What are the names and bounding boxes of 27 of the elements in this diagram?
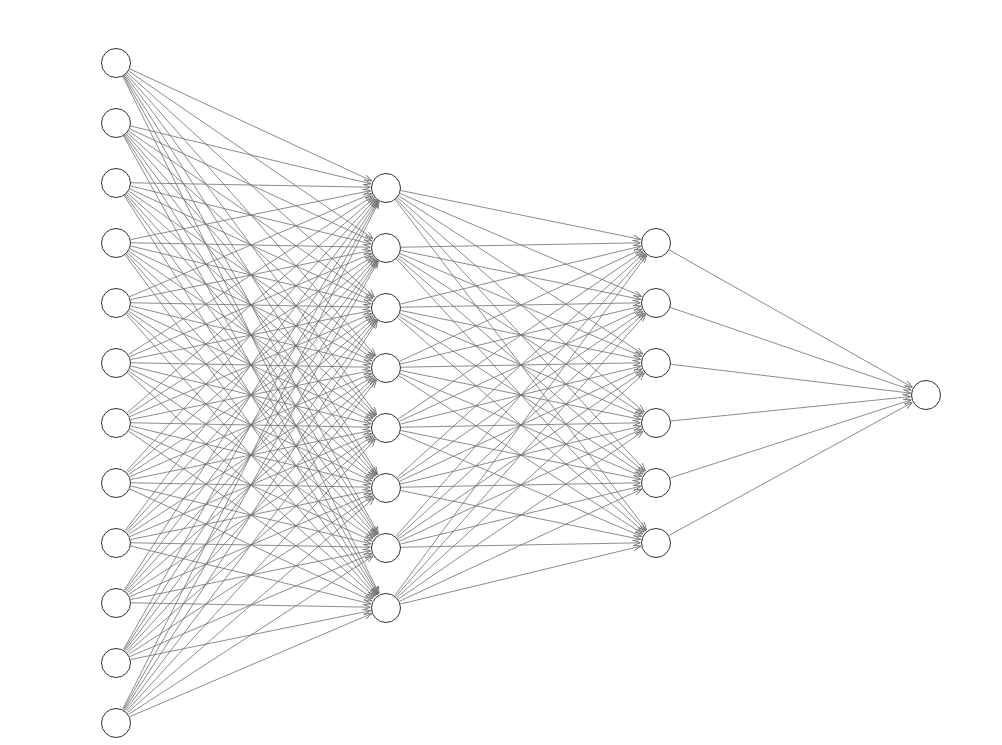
neuron-circle xyxy=(101,407,131,438)
neuron-circle xyxy=(101,107,131,138)
neuron-circle xyxy=(101,227,131,258)
neuron-circle xyxy=(371,172,401,203)
neuron-circle xyxy=(371,472,401,503)
neuron-circle xyxy=(641,407,671,438)
neuron-circle xyxy=(101,647,131,678)
neuron-circle xyxy=(641,527,671,558)
neuron-circle xyxy=(641,287,671,318)
neuron-circle xyxy=(101,587,131,618)
neuron-circle xyxy=(641,227,671,258)
neuron-circle xyxy=(371,592,401,623)
neuron-circle xyxy=(101,467,131,498)
neuron-circle xyxy=(371,232,401,263)
neuron-circle xyxy=(371,532,401,563)
neuron-circle xyxy=(101,167,131,198)
neuron-circle xyxy=(371,292,401,323)
neuron-circle xyxy=(101,527,131,558)
neuron-circle xyxy=(101,287,131,318)
neuron-circle xyxy=(101,347,131,378)
neuron-circle xyxy=(641,467,671,498)
neuron-circle xyxy=(371,412,401,443)
neuron-circle xyxy=(101,707,131,738)
neuron-circle xyxy=(641,347,671,378)
neuron-circle xyxy=(911,380,941,410)
neuron-circle xyxy=(101,47,131,78)
neuron-circle xyxy=(371,352,401,383)
